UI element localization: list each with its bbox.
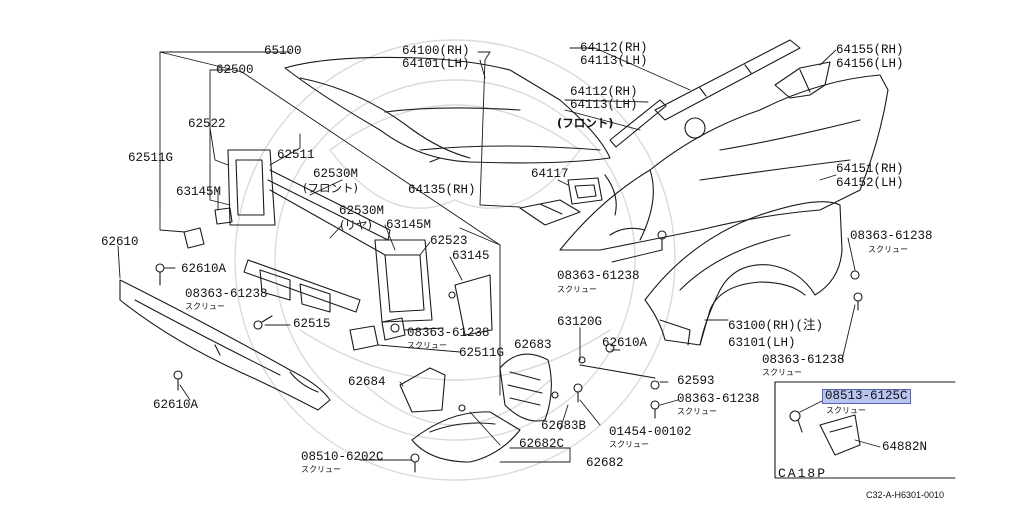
- label-63101[interactable]: 63101(LH): [728, 336, 796, 350]
- label-62530m-rear[interactable]: 62530M: [339, 204, 385, 218]
- label-08363-lower[interactable]: 08363-61238: [677, 392, 760, 406]
- label-62530m-front[interactable]: 62530M: [313, 167, 359, 181]
- label-64101[interactable]: 64101(LH): [402, 57, 470, 71]
- label-64155[interactable]: 64155(RH): [836, 43, 904, 57]
- label-screw-mid: スクリュー: [407, 341, 447, 350]
- label-63145m-mid[interactable]: 63145M: [386, 218, 432, 232]
- diagram-code: C32-A-H6301-0010: [866, 490, 945, 500]
- front-fender: [644, 201, 843, 346]
- label-64100[interactable]: 64100(RH): [402, 44, 470, 58]
- label-01454[interactable]: 01454-00102: [609, 425, 692, 439]
- label-screw-center: スクリュー: [557, 285, 597, 294]
- hood-drawing: [284, 56, 611, 164]
- label-screw-right-top: スクリュー: [868, 245, 908, 254]
- label-08363-left[interactable]: 08363-61238: [185, 287, 268, 301]
- label-62593[interactable]: 62593: [677, 374, 715, 388]
- front-apron-62610: [119, 279, 331, 411]
- label-62523[interactable]: 62523: [430, 234, 468, 248]
- label-62683b[interactable]: 62683B: [541, 419, 587, 433]
- inset-title: CA18P: [778, 466, 828, 481]
- label-64112-mid[interactable]: 64112(RH): [570, 85, 638, 99]
- label-64156[interactable]: 64156(LH): [836, 57, 904, 71]
- label-62610a-top[interactable]: 62610A: [181, 262, 227, 276]
- radiator-core-support: [227, 149, 433, 323]
- label-screw-lower: スクリュー: [677, 407, 717, 416]
- label-08363-mid[interactable]: 08363-61238: [407, 326, 490, 340]
- bracket-64117: [567, 177, 603, 205]
- label-screw-inset: スクリュー: [826, 406, 866, 415]
- under-cover-62682: [411, 411, 521, 463]
- label-62610[interactable]: 62610: [101, 235, 139, 249]
- label-08363-right-bottom[interactable]: 08363-61238: [762, 353, 845, 367]
- label-62522[interactable]: 62522: [188, 117, 226, 131]
- leader-lines: [117, 47, 881, 463]
- label-screw-01454: スクリュー: [609, 440, 649, 449]
- splash-shield-62683: [499, 353, 552, 422]
- label-64117[interactable]: 64117: [531, 167, 569, 181]
- label-62683[interactable]: 62683: [514, 338, 552, 352]
- label-62500[interactable]: 62500: [216, 63, 254, 77]
- label-64151[interactable]: 64151(RH): [836, 162, 904, 176]
- label-63145m-left[interactable]: 63145M: [176, 185, 222, 199]
- label-64135[interactable]: 64135(RH): [408, 183, 476, 197]
- label-65100[interactable]: 65100: [264, 44, 302, 58]
- bracket-64135: [519, 199, 581, 226]
- inner-apron: [559, 74, 889, 251]
- label-08510[interactable]: 08510-6202C: [301, 450, 384, 464]
- label-64152[interactable]: 64152(LH): [836, 176, 904, 190]
- label-64112-top[interactable]: 64112(RH): [580, 41, 648, 55]
- bracket-62684: [399, 367, 446, 413]
- bracket-64155: [774, 61, 831, 99]
- label-62610a-bottom[interactable]: 62610A: [153, 398, 199, 412]
- label-64113-mid[interactable]: 64113(LH): [570, 98, 638, 112]
- label-08513-highlighted[interactable]: 08513-6125C: [822, 389, 911, 404]
- label-63120g[interactable]: 63120G: [557, 315, 603, 329]
- hinge-strut: [654, 39, 801, 121]
- label-62610a-mid[interactable]: 62610A: [602, 336, 648, 350]
- label-62511g-right[interactable]: 62511G: [459, 346, 505, 360]
- inset-box: [774, 381, 956, 479]
- label-63100[interactable]: 63100(RH)(注): [728, 319, 824, 333]
- label-08363-right-top[interactable]: 08363-61238: [850, 229, 933, 243]
- label-62511g-left[interactable]: 62511G: [128, 151, 174, 165]
- label-64882n[interactable]: 64882N: [882, 440, 928, 454]
- label-62682[interactable]: 62682: [586, 456, 624, 470]
- hood-ledge-strip: [609, 99, 667, 148]
- fasteners: [155, 230, 863, 473]
- label-08363-center[interactable]: 08363-61238: [557, 269, 640, 283]
- label-screw-08510: スクリュー: [301, 465, 341, 474]
- label-62511[interactable]: 62511: [277, 148, 315, 162]
- label-64113-top[interactable]: 64113(LH): [580, 54, 648, 68]
- label-63145[interactable]: 63145: [452, 249, 490, 263]
- label-62682c[interactable]: 62682C: [519, 437, 565, 451]
- label-62515[interactable]: 62515: [293, 317, 331, 331]
- label-screw-right-bottom: スクリュー: [762, 368, 802, 377]
- label-front-2: (フロント): [303, 181, 358, 195]
- label-rear: (リヤ): [340, 218, 372, 232]
- label-front-1: (フロント): [557, 116, 614, 130]
- rod-63120g: [578, 343, 660, 390]
- label-screw-left: スクリュー: [185, 302, 225, 311]
- label-62684[interactable]: 62684: [348, 375, 386, 389]
